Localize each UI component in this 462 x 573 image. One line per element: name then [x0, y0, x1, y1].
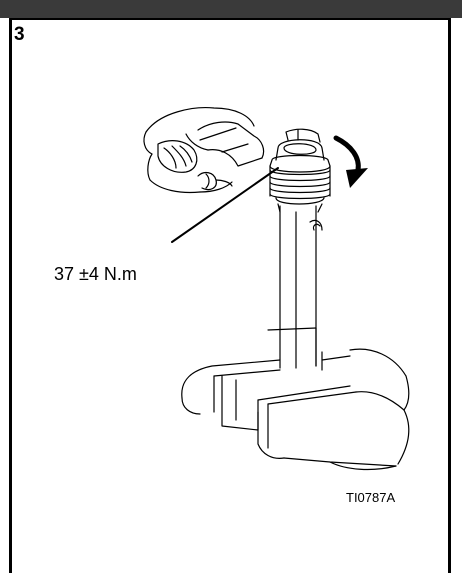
- figure-id-label: TI0787A: [346, 490, 396, 505]
- step-number: 3: [14, 24, 25, 45]
- header-bar: [0, 0, 462, 18]
- torque-callout-label: 37 ±4 N.m: [54, 264, 137, 284]
- step-frame: [9, 18, 451, 573]
- threaded-fitting: [269, 128, 331, 213]
- callout-leader: [171, 167, 279, 243]
- rotation-arrow-icon: [333, 135, 368, 188]
- pipe-shaft: [279, 205, 323, 369]
- hand-with-wrench: [143, 107, 265, 194]
- base-block: [181, 327, 410, 471]
